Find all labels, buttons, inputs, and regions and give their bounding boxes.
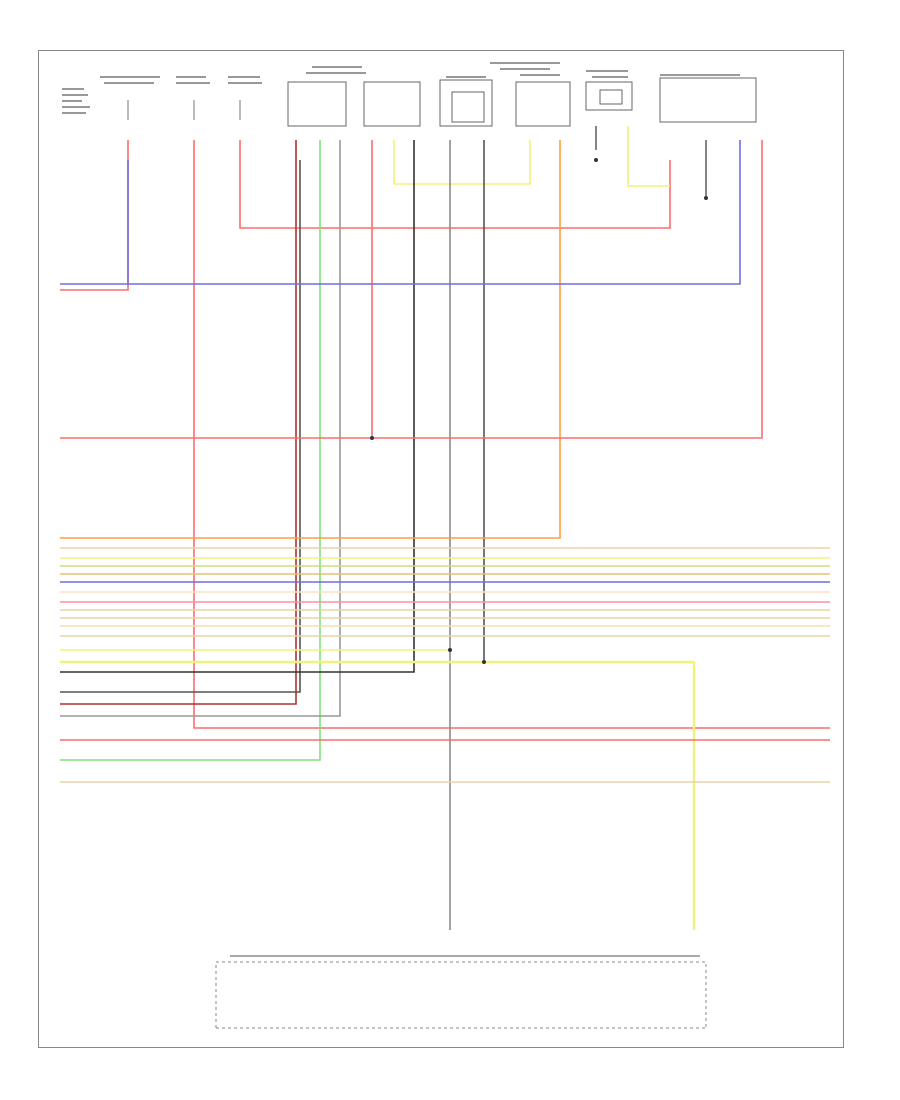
vertical-wires bbox=[60, 126, 830, 930]
module-f bbox=[659, 77, 757, 123]
module-a bbox=[287, 81, 347, 127]
module-c-inner bbox=[451, 91, 485, 123]
ecm-connector bbox=[215, 955, 707, 1029]
diagram-frame bbox=[38, 50, 844, 1048]
horizontal-wires bbox=[60, 547, 830, 783]
module-d bbox=[515, 81, 571, 127]
splices bbox=[370, 158, 708, 664]
module-b bbox=[363, 81, 421, 127]
module-e-inner bbox=[599, 89, 623, 105]
top-labels bbox=[62, 62, 740, 114]
modules bbox=[287, 77, 757, 127]
fuses bbox=[127, 100, 241, 120]
